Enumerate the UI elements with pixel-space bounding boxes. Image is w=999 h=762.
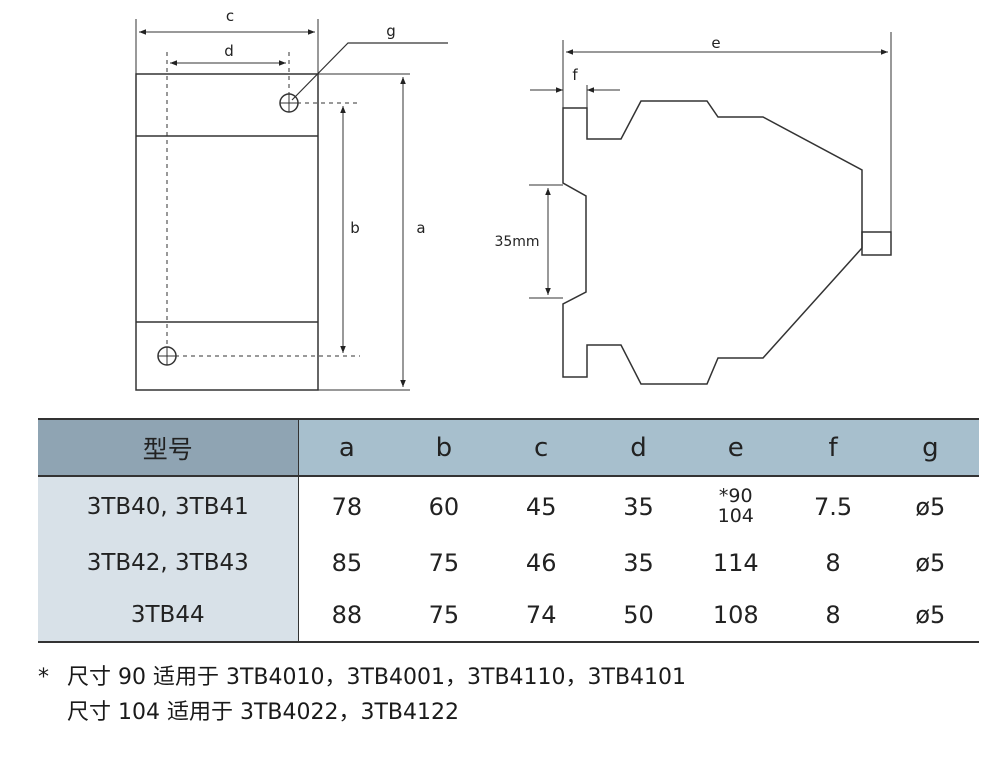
side-view-outline	[562, 100, 863, 385]
footnote-star: *	[38, 665, 49, 690]
cell-d: 35	[623, 549, 654, 577]
front-view-outline	[135, 73, 319, 391]
header-b: b	[395, 418, 493, 477]
cell-c: 45	[525, 493, 557, 521]
cell-c: 46	[525, 549, 557, 577]
cell-e: *90 104	[687, 476, 784, 537]
cell-a: 85	[331, 549, 363, 577]
header-d: d	[589, 418, 688, 477]
cell-e-marked: *90	[718, 485, 753, 507]
cell-f: 8	[784, 589, 882, 643]
footnote-text-1: 尺寸 90 适用于 3TB4010，3TB4001，3TB4110，3TB410…	[67, 665, 687, 690]
footnote-line-1: * 尺寸 90 适用于 3TB4010，3TB4001，3TB4110，3TB41…	[38, 660, 686, 695]
dimension-table: 型号 a b c d e f g 3TB40, 3TB41 78 60 45 3…	[38, 418, 979, 643]
cell-b: 75	[395, 589, 493, 643]
header-f: f	[784, 418, 882, 477]
cell-g: ø5	[881, 589, 979, 643]
label-f: f	[572, 66, 578, 84]
label-b: b	[350, 219, 360, 237]
table-row: 3TB42, 3TB43 85 75 46 35 114 8 ø5	[38, 537, 979, 589]
cell-d: 50	[589, 589, 688, 643]
cell-c: 74	[492, 589, 590, 643]
label-rail: 35mm	[494, 234, 539, 250]
table-row: 3TB44 88 75 74 50 108 8 ø5	[38, 589, 979, 643]
cell-e: 114	[712, 549, 759, 577]
footnote-text-2: 尺寸 104 适用于 3TB4022，3TB4122	[67, 700, 460, 725]
cell-f: 8	[825, 549, 841, 577]
header-a: a	[298, 418, 396, 477]
label-c: c	[226, 7, 234, 25]
cell-a: 88	[298, 589, 396, 643]
label-d: d	[224, 42, 234, 60]
header-model: 型号	[38, 418, 299, 477]
model-cell: 3TB42, 3TB43	[38, 537, 299, 589]
cell-e-alt: 104	[717, 505, 754, 527]
table-row: 3TB40, 3TB41 78 60 45 35 *90 104 7.5 ø5	[38, 476, 979, 537]
dimension-drawing: c d g b a e f 35mm	[135, 7, 892, 391]
header-g: g	[881, 418, 979, 477]
side-view	[529, 32, 892, 385]
label-a: a	[416, 219, 425, 237]
label-e: e	[711, 34, 720, 52]
cell-f: 7.5	[813, 493, 853, 521]
model-cell: 3TB44	[38, 589, 299, 643]
cell-g: ø5	[915, 549, 946, 577]
cell-e: 108	[687, 589, 785, 643]
cell-d: 35	[623, 493, 654, 521]
header-c: c	[492, 418, 590, 477]
terminal-block	[861, 231, 892, 256]
footnotes: * 尺寸 90 适用于 3TB4010，3TB4001，3TB4110，3TB41…	[38, 660, 686, 730]
cell-b: 60	[428, 493, 460, 521]
cell-a: 78	[331, 493, 363, 521]
footnote-line-2: 尺寸 104 适用于 3TB4022，3TB4122	[38, 695, 686, 730]
cell-b: 75	[428, 549, 460, 577]
label-g: g	[386, 22, 396, 40]
front-view	[135, 19, 448, 391]
cell-g: ø5	[915, 493, 946, 521]
header-e: e	[687, 418, 785, 477]
table-header-row: 型号 a b c d e f g	[38, 418, 979, 477]
model-cell: 3TB40, 3TB41	[38, 476, 299, 537]
